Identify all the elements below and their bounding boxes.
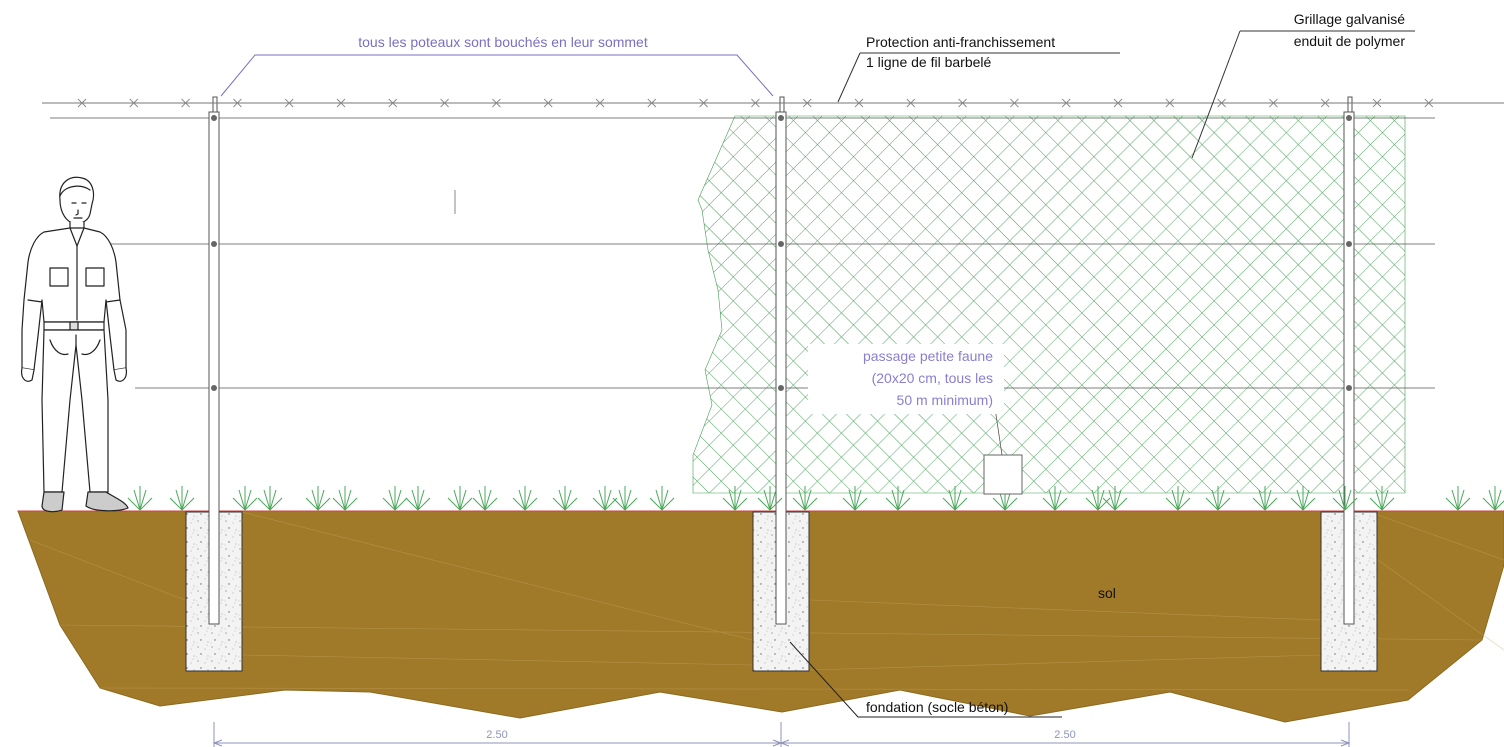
barb bbox=[129, 98, 139, 108]
grass-tuft bbox=[1369, 486, 1395, 511]
grass-tuft bbox=[885, 486, 911, 511]
barb bbox=[1424, 98, 1434, 108]
barb bbox=[699, 98, 708, 108]
grass-tuft bbox=[1482, 486, 1504, 511]
grass-tuft bbox=[512, 486, 538, 511]
fauna-label-box bbox=[808, 344, 1004, 414]
barb bbox=[1217, 98, 1226, 108]
grass-tuft bbox=[447, 486, 473, 511]
barb bbox=[1320, 98, 1330, 108]
barb bbox=[958, 98, 967, 108]
grass-tuft bbox=[127, 486, 153, 511]
post-cap bbox=[1347, 96, 1353, 113]
grass-tuft bbox=[592, 486, 618, 511]
barb bbox=[1165, 98, 1175, 108]
fauna-label-line1: passage petite faune bbox=[863, 348, 993, 364]
grass-tuft bbox=[1165, 486, 1191, 511]
grass-tuft bbox=[1332, 486, 1358, 511]
barb bbox=[1061, 98, 1071, 108]
barb bbox=[77, 98, 87, 108]
fauna-label-line3: 50 m minimum) bbox=[897, 392, 993, 408]
barb bbox=[440, 98, 449, 108]
dimension-label: 2.50 bbox=[1054, 729, 1075, 741]
mesh-label-line1: Grillage galvanisé bbox=[1294, 11, 1405, 27]
barb bbox=[1372, 98, 1382, 108]
grass-tuft bbox=[1445, 486, 1471, 511]
grass-tuft bbox=[1042, 486, 1068, 511]
barb bbox=[492, 98, 501, 108]
post-cap bbox=[779, 96, 785, 113]
wire-fixings bbox=[211, 115, 1352, 391]
grass-tuft bbox=[305, 486, 331, 511]
fence-post bbox=[775, 111, 787, 625]
barb bbox=[181, 98, 190, 108]
barb bbox=[1010, 98, 1019, 108]
barb bbox=[595, 98, 605, 108]
barbed-wire-barbs bbox=[77, 98, 1434, 108]
grass-tufts bbox=[127, 486, 1504, 511]
fence-post bbox=[1343, 111, 1355, 625]
fauna-leader-line bbox=[994, 407, 1003, 456]
grass-tuft bbox=[405, 486, 431, 511]
grass-tuft bbox=[1252, 486, 1278, 511]
barb bbox=[284, 98, 294, 108]
mesh-callout bbox=[1191, 30, 1415, 159]
grass-tuft bbox=[552, 486, 578, 511]
fence-post bbox=[208, 111, 220, 625]
barb bbox=[233, 98, 242, 108]
caps-label: tous les poteaux sont bouchés en leur so… bbox=[358, 34, 648, 50]
grass-tuft bbox=[1290, 486, 1316, 511]
barb bbox=[802, 98, 812, 108]
dimension-lines bbox=[212, 722, 1351, 747]
grass-tuft bbox=[612, 486, 638, 511]
grass-tuft bbox=[942, 486, 968, 511]
mesh-label-line2: enduit de polymer bbox=[1294, 33, 1406, 49]
grass-tuft bbox=[257, 486, 283, 511]
grass-tuft bbox=[382, 486, 408, 511]
barb bbox=[336, 98, 346, 108]
protection-label-line2: 1 ligne de fil barbelé bbox=[866, 54, 992, 70]
grass-tuft bbox=[722, 486, 748, 511]
grass-tuft bbox=[1102, 486, 1128, 511]
grass-tuft bbox=[332, 486, 358, 511]
grass-tuft bbox=[992, 486, 1018, 511]
barb bbox=[854, 98, 864, 108]
grass-tuft bbox=[232, 486, 258, 511]
foundation-label: fondation (socle béton) bbox=[866, 699, 1008, 715]
barb bbox=[1113, 98, 1123, 108]
protection-label-line1: Protection anti-franchissement bbox=[866, 34, 1055, 50]
caps-callout bbox=[220, 54, 774, 97]
grass-tuft bbox=[757, 486, 783, 511]
protection-callout bbox=[837, 52, 1120, 103]
barb bbox=[647, 98, 657, 108]
foundation-callout bbox=[789, 641, 1062, 718]
mesh-panel bbox=[692, 115, 1406, 494]
post-cap bbox=[212, 96, 218, 113]
grass-tuft bbox=[472, 486, 498, 511]
grass-tuft bbox=[649, 486, 675, 511]
grass-tuft bbox=[1085, 486, 1111, 511]
grass-tuft bbox=[842, 486, 868, 511]
barb bbox=[1269, 98, 1278, 108]
fauna-label-line2: (20x20 cm, tous les bbox=[872, 370, 993, 386]
grass-tuft bbox=[1205, 486, 1231, 511]
soil-label: sol bbox=[1098, 585, 1116, 601]
barb bbox=[906, 98, 916, 108]
barb bbox=[751, 98, 760, 108]
dimension-label: 2.50 bbox=[486, 729, 507, 741]
grass-tuft bbox=[169, 486, 195, 511]
human-figure bbox=[21, 176, 129, 513]
small-fauna-passage bbox=[983, 454, 1023, 495]
barb bbox=[388, 98, 398, 108]
grass-tuft bbox=[792, 486, 818, 511]
barb bbox=[543, 98, 553, 108]
fence-posts bbox=[208, 96, 1355, 625]
